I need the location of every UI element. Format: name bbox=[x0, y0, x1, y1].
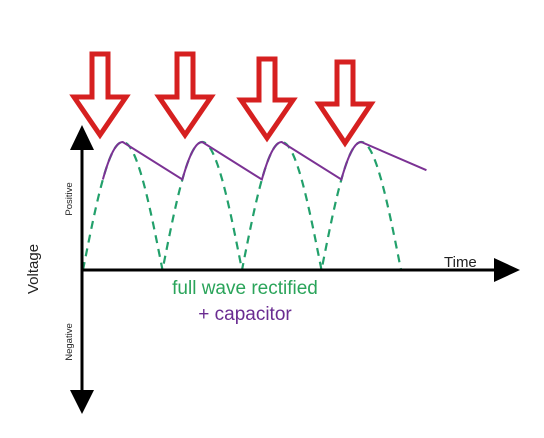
positive-label: Positive bbox=[64, 182, 75, 215]
down-arrow-icon bbox=[314, 59, 376, 148]
legend-capacitor-label: + capacitor bbox=[198, 304, 292, 325]
up-arrowhead-icon bbox=[70, 125, 94, 150]
capacitor-wave bbox=[101, 140, 427, 182]
x-axis-label: Time bbox=[444, 254, 477, 271]
right-arrowhead-icon bbox=[494, 258, 520, 282]
legend-rectified-label: full wave rectified bbox=[172, 278, 318, 299]
y-axis-label: Voltage bbox=[25, 244, 42, 294]
negative-label: Negative bbox=[64, 323, 75, 361]
rectified-wave bbox=[81, 140, 403, 271]
arrow-group bbox=[69, 51, 376, 148]
down-arrow-icon bbox=[236, 56, 298, 143]
x-axis bbox=[82, 258, 520, 282]
down-arrowhead-icon bbox=[70, 390, 94, 414]
down-arrow-icon bbox=[69, 51, 131, 140]
down-arrow-icon bbox=[154, 51, 216, 140]
